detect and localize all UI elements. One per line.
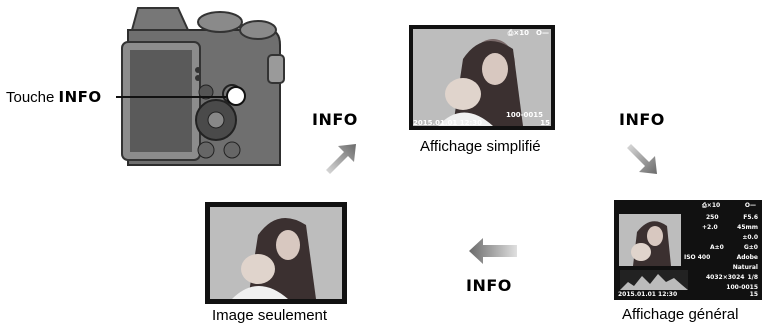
- protect-indicator: ⎙×10: [507, 29, 529, 37]
- datetime-text: 2015.01.01 12:30: [413, 119, 483, 127]
- mother-baby-thumbnail-icon: [619, 214, 681, 266]
- arrow-up-right-icon: [326, 144, 356, 174]
- info-button-label-key: INFO: [58, 88, 102, 106]
- info-label-2: INFO: [619, 110, 665, 129]
- info-label-3: INFO: [466, 276, 512, 295]
- file-number-text: 100-0015: [726, 284, 758, 291]
- caption-image-only: Image seulement: [212, 307, 328, 324]
- arrow-down-right-icon: [627, 144, 657, 174]
- camera-illustration: [118, 0, 288, 170]
- lock-indicator: O—: [536, 29, 549, 37]
- iso-text: ISO 400: [684, 254, 711, 261]
- info-label-1: INFO: [312, 110, 358, 129]
- info-button-highlight[interactable]: [226, 86, 246, 106]
- file-number-text: 100-0015: [506, 111, 543, 119]
- colorspace-text: Adobe: [736, 254, 758, 261]
- caption-general: Affichage général: [622, 306, 739, 323]
- exposure-comp-text: +2.0: [702, 224, 718, 231]
- wb-g-text: G±0: [743, 244, 758, 251]
- compression-text: 1/8: [747, 274, 758, 281]
- lock-indicator: O—: [744, 202, 756, 209]
- shutter-text: 250: [706, 214, 719, 221]
- info-button-label-prefix: Touche: [6, 89, 59, 106]
- camera-body-icon: [118, 0, 288, 170]
- arrow-left-icon: [469, 238, 517, 264]
- info-button-label: Touche INFO: [6, 88, 102, 106]
- mother-baby-photo-icon: [210, 207, 342, 299]
- focal-length-text: 45mm: [737, 224, 758, 231]
- image-only-screen: [205, 202, 347, 304]
- aperture-text: F5.6: [743, 214, 758, 221]
- frame-count-text: 15: [540, 119, 550, 127]
- caption-simplified: Affichage simplifié: [420, 138, 541, 155]
- info-button-leader-line: [116, 96, 226, 98]
- mother-baby-photo-icon: [413, 29, 551, 126]
- general-display-screen: ⎙×10 O— 250 F5.6 +2.0 45mm ±0.0 A±0 G±0 …: [614, 200, 762, 300]
- image-size-text: 4032×3024: [706, 274, 745, 281]
- frame-count-text: 15: [749, 291, 758, 298]
- protect-indicator: ⎙×10: [702, 202, 721, 209]
- histogram-icon: [620, 270, 688, 290]
- datetime-text: 2015.01.01 12:30: [618, 291, 678, 298]
- simplified-display-screen: ⎙×10 O— 2015.01.01 12:30 100-0015 15: [409, 25, 555, 130]
- wb-comp-text: ±0.0: [742, 234, 758, 241]
- picture-mode-text: Natural: [732, 264, 758, 271]
- wb-a-text: A±0: [710, 244, 724, 251]
